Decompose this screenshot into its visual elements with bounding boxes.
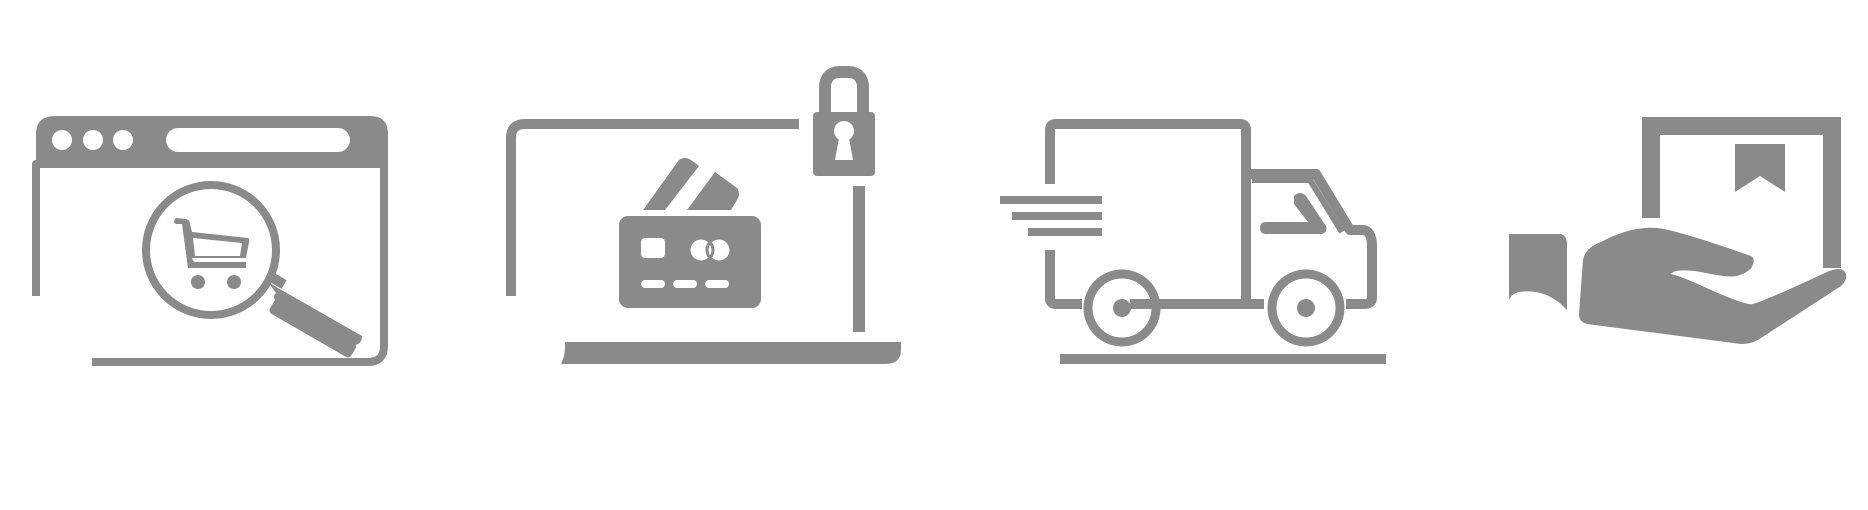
online-shop-search-icon bbox=[0, 0, 467, 510]
fast-delivery-truck-icon bbox=[934, 0, 1401, 510]
secure-card-payment-icon bbox=[467, 0, 934, 510]
package-in-hand-icon bbox=[1401, 0, 1868, 510]
